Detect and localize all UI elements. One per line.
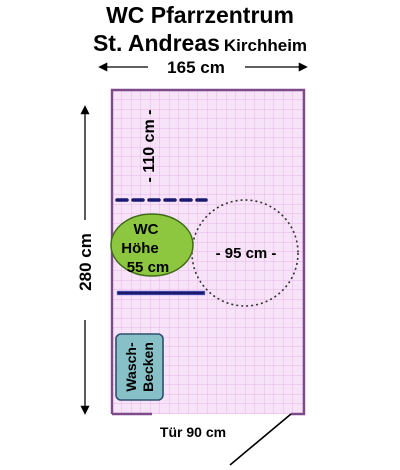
toilet-label-line3: 55 cm <box>127 259 170 276</box>
toilet: WC Höhe 55 cm <box>110 213 194 277</box>
clearance-label: - 110 cm - <box>141 110 158 183</box>
width-dimension: 165 cm <box>98 58 308 77</box>
door: Tür 90 cm <box>160 413 292 466</box>
toilet-bowl <box>110 213 194 277</box>
sink: Wasch- Becken <box>115 333 164 401</box>
turning-circle-label: - 95 cm - <box>216 245 277 262</box>
toilet-label-line1: WC <box>134 221 159 238</box>
title-location: St. Andreas <box>92 30 220 56</box>
height-dimension: 280 cm <box>76 105 95 415</box>
grab-bar-lower <box>116 290 206 296</box>
toilet-label-line2: Höhe <box>121 240 159 257</box>
door-leaf <box>229 413 292 466</box>
width-label: 165 cm <box>167 58 225 77</box>
title-town: Kirchheim <box>223 36 308 55</box>
room-walls <box>110 88 306 416</box>
door-label: Tür 90 cm <box>160 424 226 440</box>
title-line-1: WC Pfarrzentrum <box>106 2 294 28</box>
sink-label-line1: Wasch- <box>123 342 139 392</box>
sink-label-line2: Becken <box>140 342 156 392</box>
height-label: 280 cm <box>76 233 95 291</box>
sink-basin <box>115 333 164 401</box>
